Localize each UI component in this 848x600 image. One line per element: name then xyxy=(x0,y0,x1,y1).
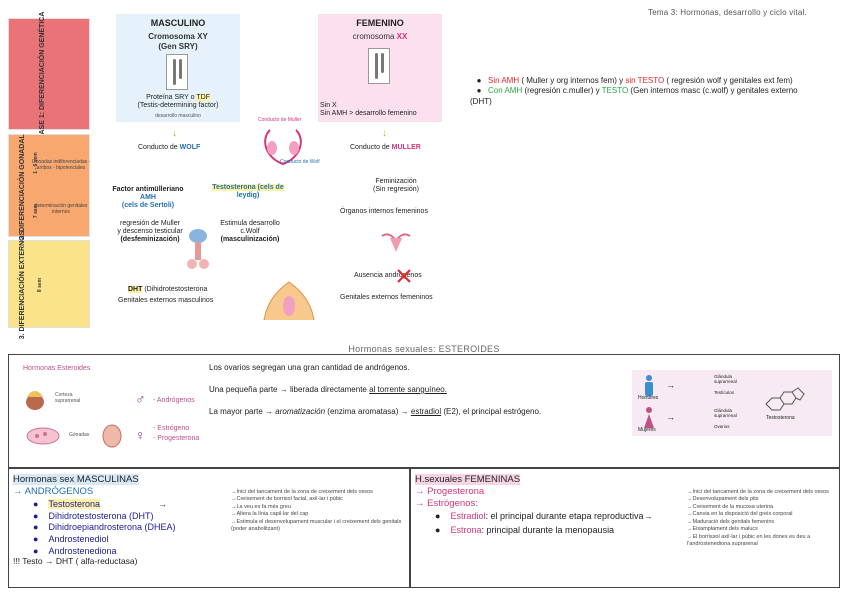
androgens-list: ● Testosterona→ ● Dihidrotestosterona (D… xyxy=(33,499,176,557)
amh-factor: Factor antimülleriano AMH (cels de Serto… xyxy=(112,186,184,210)
man-icon xyxy=(645,375,653,396)
male-organs-icon xyxy=(187,229,209,269)
phase-gonadal: 2. DIFERENCIACIÓN GONADAL 1 - 6 sem 7 se… xyxy=(8,134,91,240)
woman-icon xyxy=(644,407,654,428)
blood-release-line: Una pequeña parte → liberada directament… xyxy=(209,385,447,394)
testo-dht-note: !!! Testo → DHT ( alfa-reductasa) xyxy=(13,556,138,566)
masculine-chromosome: Cromosoma XY xyxy=(148,32,208,41)
muller-duct-label: Conducto de Muller xyxy=(258,117,302,123)
androgens-heading: → ANDRÓGENOS xyxy=(13,486,94,497)
bullet-item: ●Con AMH (regresión c.muller) y TESTO (G… xyxy=(470,86,798,106)
masculine-development: desarrollo masculino xyxy=(155,113,201,119)
gonadal-note-b: determinación genitales internos xyxy=(34,203,88,215)
male-effects-list: →Inici del tancament de la zona de creix… xyxy=(231,489,402,533)
phase-external-week: 8 sem xyxy=(37,277,43,293)
progesterone-heading: → Progesterona xyxy=(415,486,485,497)
ovary-androgens-line: Los ovarios segregan una gran cantidad d… xyxy=(209,363,410,372)
women-label: Mujeres xyxy=(638,427,656,433)
adrenal-cortex: Corteza suprarrenal xyxy=(55,392,81,404)
list-item: ● Androstenediona xyxy=(33,545,117,556)
adrenal-gland-label-2: Glándula suprarrenal xyxy=(714,408,737,419)
steroid-molecule-icon xyxy=(765,387,805,411)
female-hormones-box: H.sexuales FEMENINAS → Progesterona → Es… xyxy=(410,468,840,588)
ovary-label: Ovarios xyxy=(714,424,730,429)
phase-gonadal-label: 2. DIFERENCIACIÓN GONADAL xyxy=(19,134,26,240)
men-label: Hombres xyxy=(638,395,659,401)
estrogens-list: ● Estradiol: el principal durante etapa … xyxy=(435,511,675,536)
steroids-card: Hormonas Esteroides Corteza suprarrenal … xyxy=(19,361,209,459)
gonad-ducts-icon xyxy=(264,129,302,166)
muller-duct: Conducto de MULLER xyxy=(350,144,421,151)
female-symbol-icon: ♀ xyxy=(135,427,146,443)
phase-genetic: FASE 1: DIFERENCIACIÓN GENÉTICA xyxy=(8,12,90,138)
wolf-stimulation: Estimula desarrollo c.Wolf (masculinizac… xyxy=(220,220,280,244)
testosterone-sources-panel: Hombres Mujeres → → Glándula suprarrenal… xyxy=(632,370,832,436)
section-title: Hormonas sexuales: ESTEROIDES xyxy=(348,344,500,354)
dht-text: DHT (Dihidrotestosterona xyxy=(128,286,208,293)
male-external-genitals: Genitales externos masculinos xyxy=(118,297,214,304)
phase-genetic-label: FASE 1: DIFERENCIACIÓN GENÉTICA xyxy=(39,11,46,139)
feminine-title: FEMENINO xyxy=(356,18,404,28)
testosterone-label: Testosterona xyxy=(766,415,795,421)
estrogen-label: - Estrógeno xyxy=(153,425,190,432)
androgen-absence: Ausencia andrógenos xyxy=(354,272,422,279)
masculine-title: MASCULINO xyxy=(150,18,206,28)
list-item: ● Dihidroepiandrosterona (DHEA) xyxy=(33,522,176,533)
list-item: ● Estrona: principal durante la menopaus… xyxy=(435,524,615,535)
feminization: Feminización (Sin regresión) xyxy=(373,178,419,194)
adrenal-gland-label: Glándula suprarrenal xyxy=(714,374,737,385)
androgens-label: - Andrógenos xyxy=(153,397,195,404)
testis-icon xyxy=(102,424,122,448)
list-item: ● Estradiol: el principal durante etapa … xyxy=(435,511,653,521)
topic-title: Tema 3: Hormonas, desarrollo y ciclo vit… xyxy=(648,8,807,17)
steroids-card-title: Hormonas Esteroides xyxy=(23,365,91,372)
gonads: Gónadas xyxy=(69,432,90,438)
male-hormones-title: Hormonas sex MASCULINAS xyxy=(13,474,139,485)
chromosome-xy-icon xyxy=(166,54,188,90)
progesterone-label: - Progesterona xyxy=(153,435,200,442)
steroids-box: Hormonas Esteroides Corteza suprarrenal … xyxy=(8,354,840,468)
chromosome-xx-icon xyxy=(368,48,390,84)
adrenal-icon xyxy=(26,391,44,410)
female-hormones-title: H.sexuales FEMENINAS xyxy=(415,474,521,485)
feminine-no-sry: Sin X Sin AMH > desarrollo femenino xyxy=(320,102,417,118)
testis-label: Testículos xyxy=(714,390,735,395)
aromatization-line: La mayor parte → aromatización (enzima a… xyxy=(209,407,542,416)
feminine-chromosome: cromosoma XX xyxy=(352,32,408,41)
cross-icon xyxy=(397,269,411,283)
female-internal-organs: Órganos internos femeninos xyxy=(340,208,428,215)
genital-development-icon xyxy=(263,281,315,321)
list-item: ● Testosterona→ xyxy=(33,499,167,509)
phase-external-label: 3. DIFERENCIACIÓN EXTERNOS xyxy=(19,230,26,340)
gonadal-note-a: Gonadas indiferenciadas - ambos - bipote… xyxy=(31,159,91,171)
female-effects-list: →Inici del tancament de la zona de creix… xyxy=(687,489,829,547)
male-symbol-icon: ♂ xyxy=(135,391,146,407)
wolf-duct: Conducto de WOLF xyxy=(138,144,201,151)
male-hormones-box: Hormonas sex MASCULINAS → ANDRÓGENOS ● T… xyxy=(8,468,410,588)
masculine-gene: (Gen SRY) xyxy=(158,42,198,51)
testosterone-leydig: Testosterona (cels de leydig) xyxy=(212,184,284,200)
masculine-box: MASCULINO Cromosoma XY (Gen SRY) Proteín… xyxy=(116,14,240,122)
wolf-duct-label: Conducto de Wolf xyxy=(280,159,320,165)
arrow-down-icon-2: ↓ xyxy=(382,128,387,139)
estrogens-heading: → Estrógenos: xyxy=(415,498,478,509)
ovary-icon xyxy=(26,427,60,445)
feminine-box: FEMENINO cromosoma XX Sin X Sin AMH > de… xyxy=(318,14,442,122)
list-item: ● Dihidrotestosterona (DHT) xyxy=(33,510,154,521)
bullet-list: ●Sin AMH ( Muller y org internos fem) y … xyxy=(470,76,800,107)
arrow-right-icon: → xyxy=(666,380,675,390)
uterus-icon xyxy=(381,233,411,252)
phase-external: 3. DIFERENCIACIÓN EXTERNOS 8 sem xyxy=(8,231,90,339)
muller-regression: regresión de Muller y descenso testicula… xyxy=(117,220,183,244)
arrow-down-icon: ↓ xyxy=(172,128,177,139)
arrow-right-icon-2: → xyxy=(666,412,675,422)
bullet-item: ●Sin AMH ( Muller y org internos fem) y … xyxy=(476,76,793,85)
list-item: ● Androstenediol xyxy=(33,534,109,545)
masculine-protein: Proteína SRY o TDF (Testis-determining f… xyxy=(137,94,219,110)
female-external-genitals: Genitales externos femeninos xyxy=(340,294,433,301)
